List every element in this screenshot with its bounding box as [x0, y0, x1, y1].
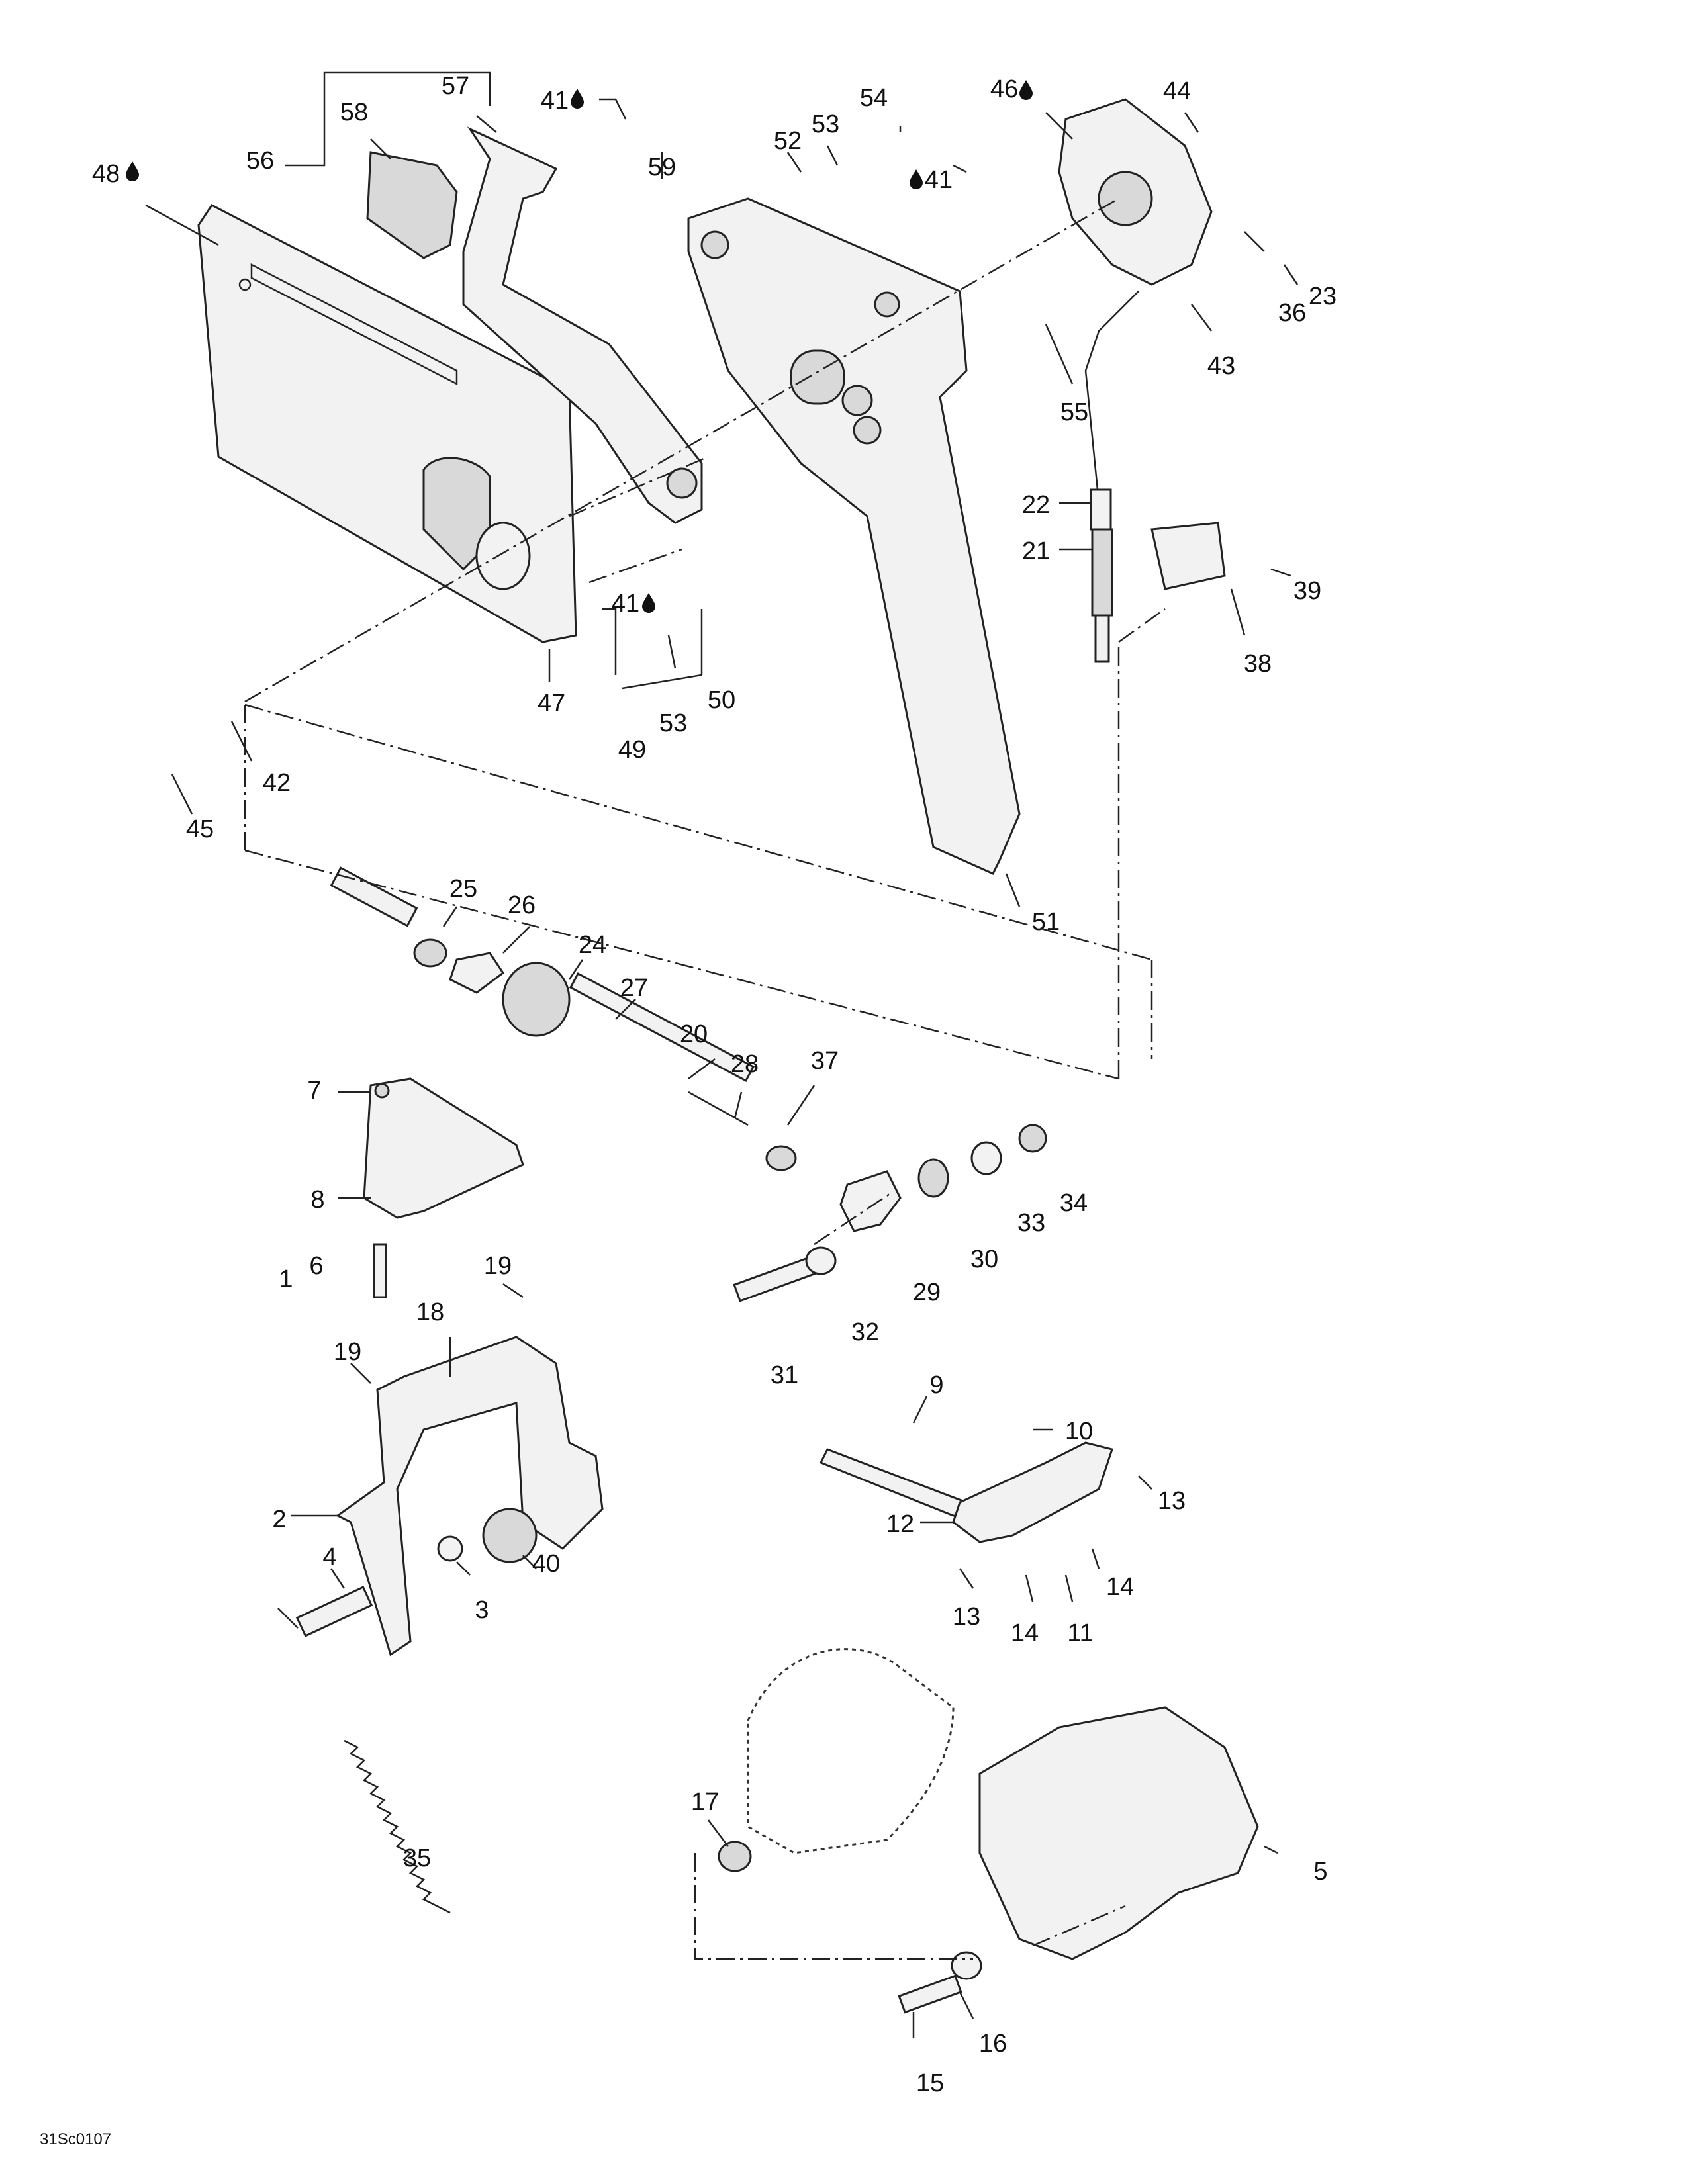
latch-plate: [952, 1441, 1113, 1543]
callout-label: 41: [925, 166, 953, 194]
bushing-nut: [502, 962, 571, 1037]
callout-label: 33: [1017, 1209, 1045, 1237]
mounting-bracket: [363, 1077, 524, 1219]
oil-drop-icon: [126, 161, 139, 181]
callout-label: 14: [1011, 1619, 1039, 1647]
callout-label: 46: [990, 75, 1018, 103]
callout-label: 41: [541, 87, 569, 114]
callout-label: 16: [979, 2030, 1007, 2058]
extension-spring: [344, 1739, 451, 1914]
callout-label: 42: [263, 769, 291, 797]
oil-drop-icon: [910, 169, 923, 189]
callout-label: 48: [92, 160, 120, 188]
callout-label: 11: [1067, 1619, 1093, 1647]
callout-label: 54: [860, 84, 888, 112]
callout-label: 5: [1313, 1858, 1327, 1886]
cable-adjuster: [1090, 488, 1112, 531]
callout-label: 47: [538, 690, 565, 717]
handle-bracket: [462, 126, 703, 524]
callout-label: 40: [532, 1550, 560, 1578]
oil-drop-icon: [642, 593, 655, 613]
callout-label: 49: [618, 736, 646, 764]
callout-label: 25: [449, 875, 477, 903]
main-frame-plate: [687, 197, 1021, 875]
callout-label: 41: [612, 590, 639, 617]
callout-label: 19: [484, 1252, 512, 1280]
callout-label: 23: [1309, 283, 1336, 310]
callout-label: 20: [680, 1021, 708, 1048]
callout-label: 37: [811, 1047, 839, 1075]
swivel-block: [839, 1170, 902, 1232]
bolt-31: [733, 1256, 816, 1302]
bearing: [482, 1508, 538, 1563]
callout-label: 2: [272, 1506, 286, 1533]
callout-label: 50: [708, 686, 735, 714]
callout-label: 15: [916, 2070, 944, 2097]
callout-label: 13: [953, 1603, 980, 1631]
assembly-lines: [244, 197, 1166, 1960]
shaft: [330, 866, 418, 927]
handle-grip: [366, 151, 458, 259]
callout-label: 44: [1163, 77, 1191, 105]
callout-label: 19: [334, 1338, 361, 1366]
callout-label: 59: [648, 154, 676, 181]
callout-label: 14: [1106, 1573, 1134, 1601]
oil-drop-icon: [571, 89, 584, 109]
callout-label: 9: [929, 1371, 943, 1399]
callout-label: 55: [1060, 398, 1088, 426]
callout-label: 38: [1244, 650, 1272, 678]
callout-label: 28: [731, 1050, 759, 1078]
oil-drop-icon: [1019, 80, 1033, 100]
callout-label: 17: [691, 1788, 719, 1816]
part-shapes: [197, 98, 1259, 2014]
callout-label: 45: [186, 815, 214, 843]
cover-plate: [1150, 522, 1226, 590]
callout-label: 3: [475, 1596, 489, 1624]
callout-label: 10: [1065, 1418, 1093, 1445]
callout-label: 21: [1022, 537, 1050, 565]
callout-label: 4: [322, 1543, 336, 1571]
callout-label: 13: [1158, 1487, 1186, 1515]
callout-label: 31: [771, 1361, 798, 1389]
callout-label: 53: [812, 111, 839, 138]
callout-label: 51: [1032, 908, 1060, 936]
chute-housing: [978, 1706, 1259, 1960]
callout-label: 29: [913, 1279, 941, 1306]
callout-label: 57: [442, 72, 469, 100]
callout-label: 24: [579, 931, 606, 959]
callout-labels: 1 2 3 4 5 6 7 8 9 10 11 12 13 13 14 14 1…: [92, 72, 1336, 2097]
callout-label: 43: [1207, 352, 1235, 380]
callout-label: 58: [340, 99, 368, 126]
link-rod: [819, 1448, 975, 1517]
callout-label: 26: [508, 891, 536, 919]
callout-label: 8: [310, 1186, 324, 1214]
callout-label: 1: [279, 1265, 293, 1293]
callout-label: 35: [403, 1844, 431, 1872]
lever-frame: [336, 1336, 604, 1657]
callout-label: 18: [416, 1298, 444, 1326]
callout-label: 36: [1278, 299, 1306, 327]
callout-label: 53: [659, 709, 687, 737]
callout-label: 56: [246, 147, 274, 175]
callout-label: 52: [774, 127, 802, 155]
callout-label: 32: [851, 1318, 879, 1346]
callout-label: 34: [1060, 1189, 1088, 1217]
callout-label: 12: [886, 1510, 914, 1538]
callout-label: 22: [1022, 491, 1050, 519]
leader-lines: [145, 71, 1299, 2038]
callout-label: 7: [307, 1077, 321, 1105]
callout-label: 39: [1293, 577, 1321, 605]
callout-label: 30: [970, 1246, 998, 1273]
cable-rod: [1084, 291, 1139, 504]
reference-housing-outline: [747, 1648, 955, 1854]
callout-label: 27: [620, 974, 648, 1002]
diagram-code: 31Sc0107: [40, 2130, 111, 2148]
callout-label: 6: [309, 1252, 323, 1280]
